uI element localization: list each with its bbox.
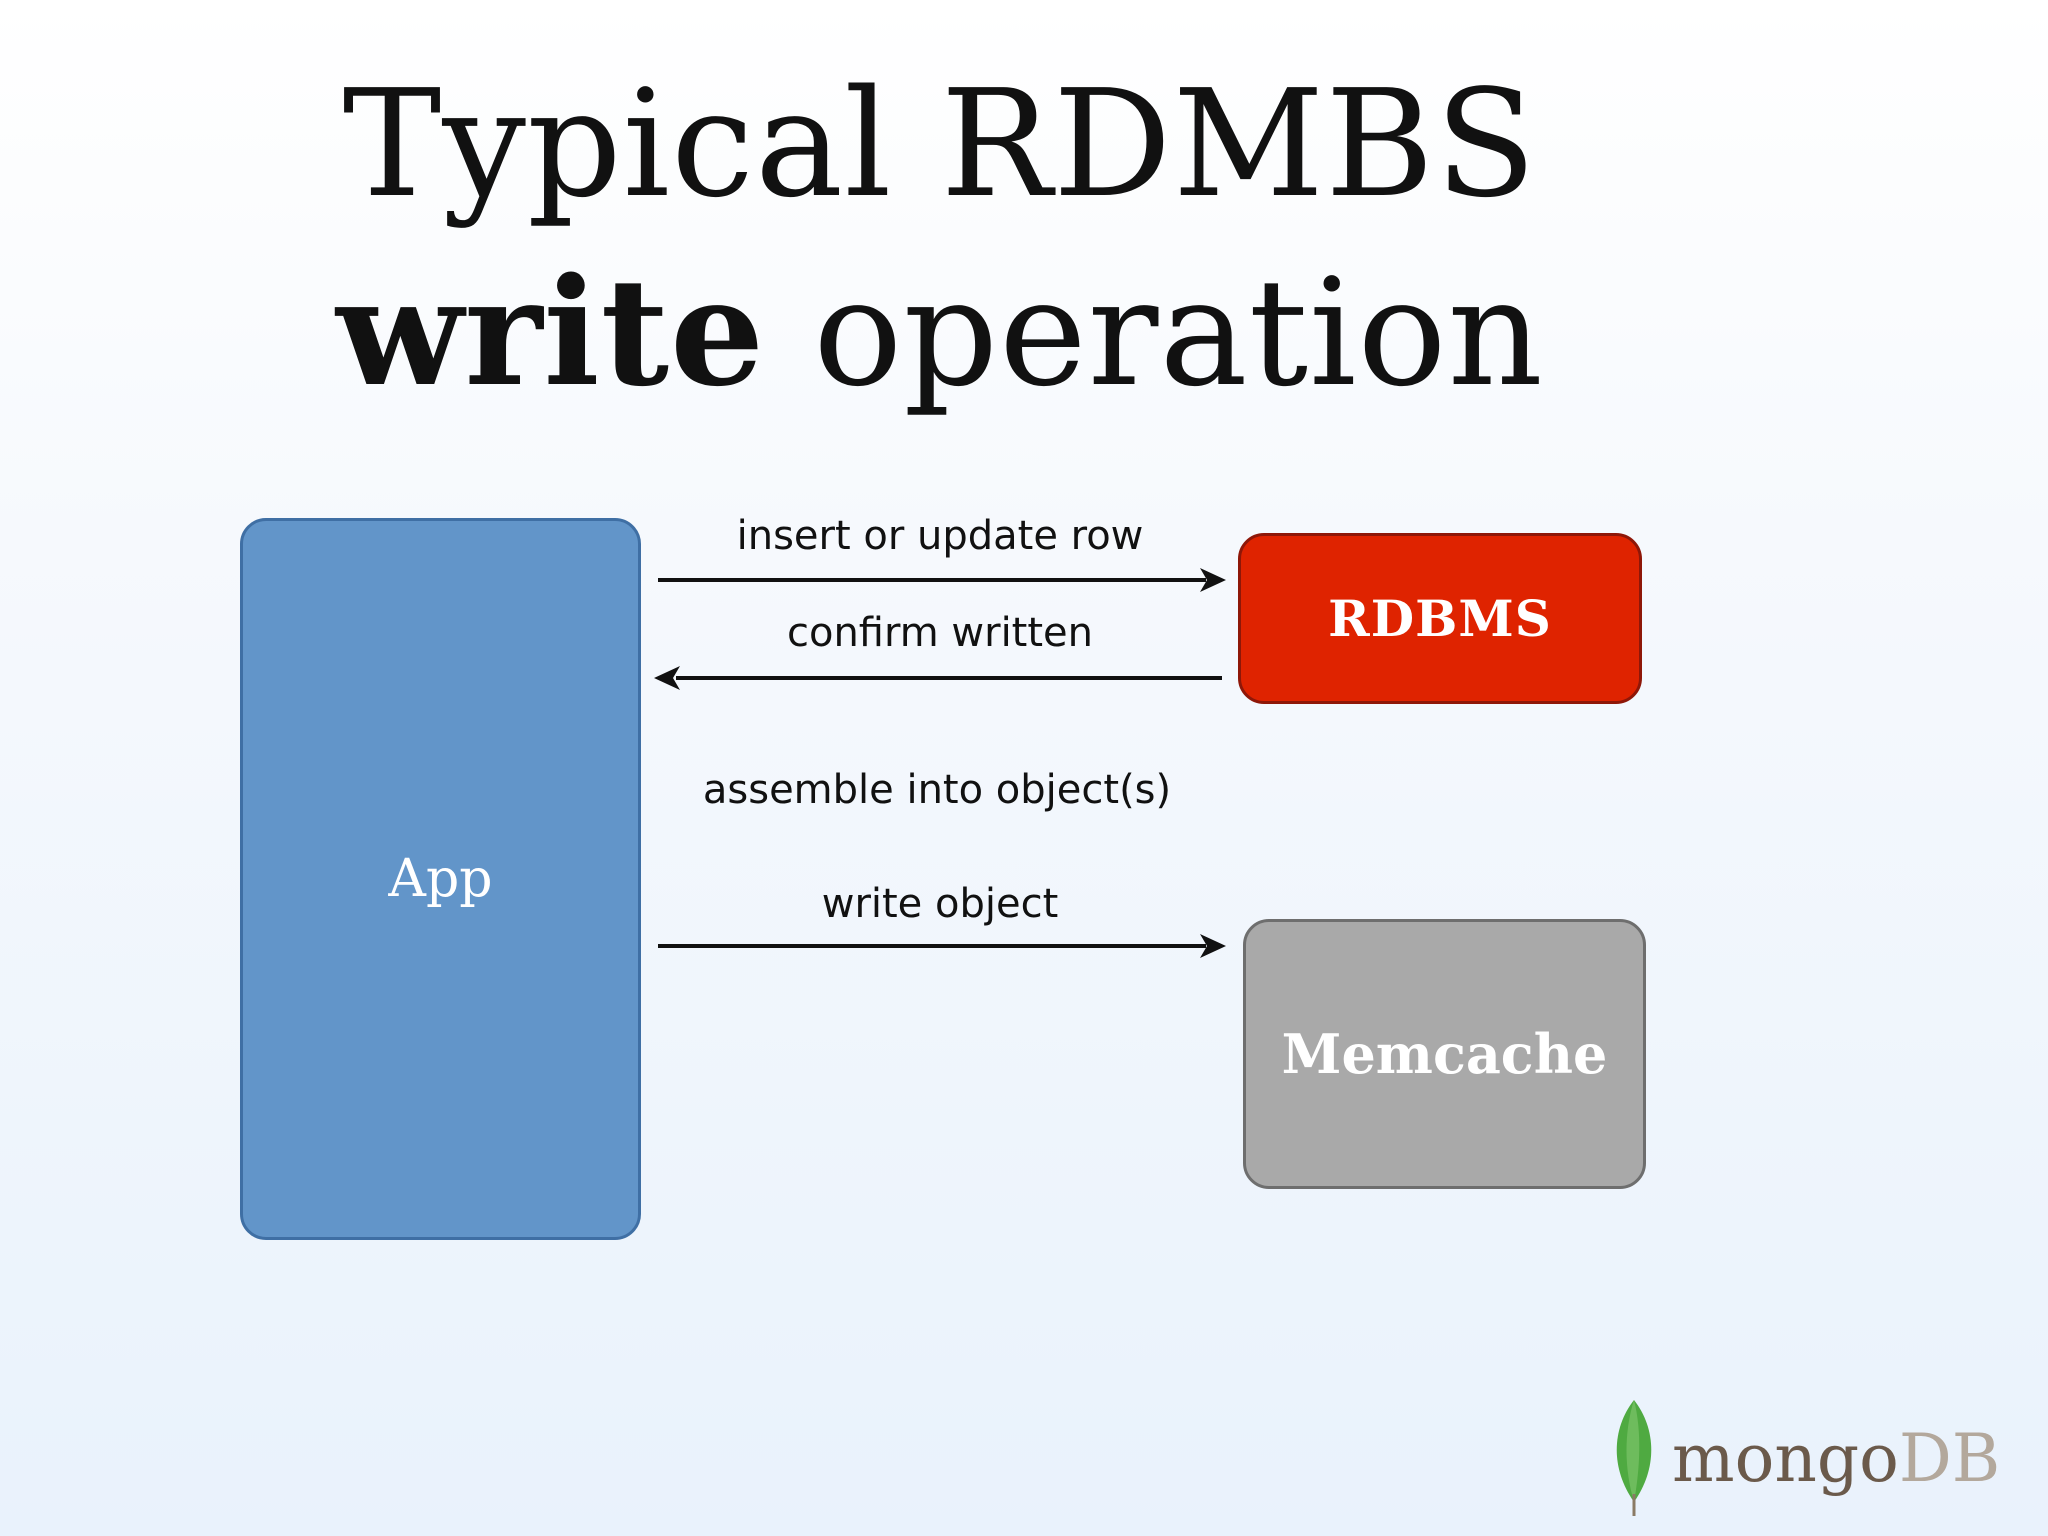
memcache-node: Memcache <box>1243 919 1646 1189</box>
insert-step-label: insert or update row <box>736 513 1144 559</box>
confirm-step-label: confirm written <box>786 610 1094 656</box>
app-node: App <box>240 518 641 1240</box>
logo-wordmark: mongoDB <box>1672 1426 2000 1492</box>
write-step-label: write object <box>821 881 1059 927</box>
memcache-node-label: Memcache <box>1281 1022 1608 1086</box>
title-text-1: Typical RDMBS <box>342 58 1538 230</box>
logo-text-mongo: mongo <box>1672 1420 1899 1497</box>
title-bold-word: write <box>336 245 766 419</box>
mongodb-logo: mongoDB <box>1604 1398 2024 1518</box>
assemble-step-label: assemble into object(s) <box>702 767 1172 813</box>
insert-arrow <box>658 568 1226 592</box>
leaf-icon <box>1616 1400 1652 1516</box>
slide-title-line1: Typical RDMBS <box>0 70 1880 218</box>
logo-text-db: DB <box>1898 1420 2001 1497</box>
rdbms-node-label: RDBMS <box>1328 589 1552 648</box>
rdbms-node: RDBMS <box>1238 533 1642 704</box>
write-arrow <box>658 934 1226 958</box>
title-text-2: operation <box>765 247 1544 419</box>
slide-title-line2: write operation <box>0 258 1880 407</box>
app-node-label: App <box>388 849 493 909</box>
confirm-arrow <box>654 666 1222 690</box>
